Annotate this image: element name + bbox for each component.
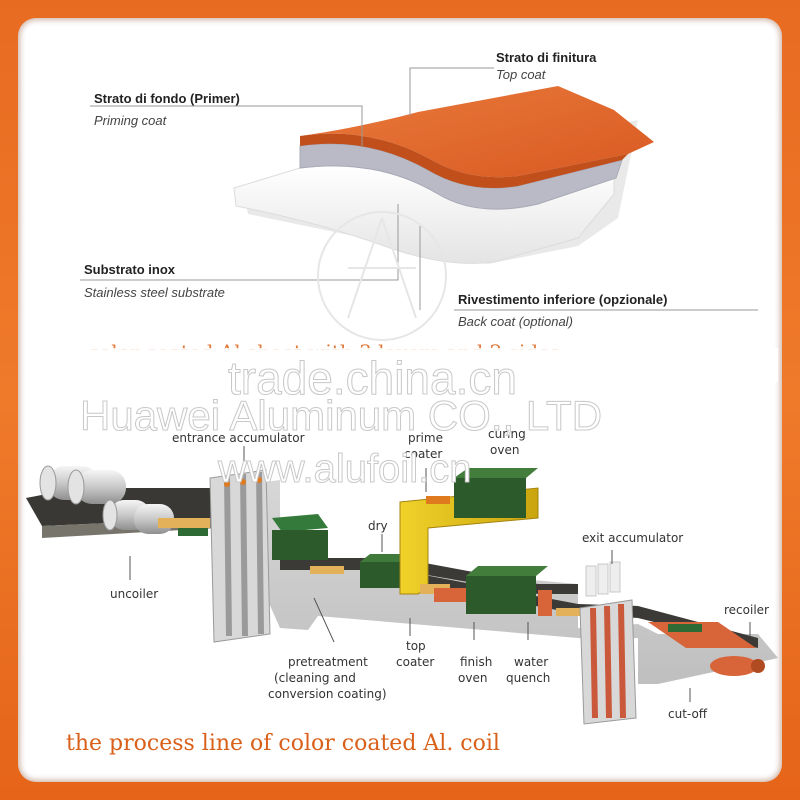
- label-pretreatment-3: conversion coating): [268, 687, 387, 701]
- leader-top-coat: [409, 67, 494, 116]
- curing-oven: [454, 468, 538, 518]
- top-coat-edge: [300, 133, 628, 188]
- label-uncoiler: uncoiler: [110, 587, 158, 601]
- watermark-logo: [317, 211, 447, 341]
- watermark-site: trade.china.cn: [228, 352, 517, 404]
- back-coat-subtitle: Back coat (optional): [458, 314, 573, 329]
- top-coat-title: Strato di finitura: [496, 50, 597, 65]
- label-curing-oven-2: oven: [490, 443, 519, 457]
- recoiler-unit: [648, 622, 765, 676]
- sheet-caption: color coated Al sheet with 3 layers and …: [78, 340, 778, 382]
- watermark-url: www.alufoil.cn: [217, 447, 471, 491]
- watermark-company: Huawei Aluminum CO., LTD: [80, 392, 602, 439]
- primer-layer: [299, 143, 623, 210]
- label-water-quench-1: water: [514, 655, 548, 669]
- label-exit-accumulator: exit accumulator: [582, 531, 683, 545]
- label-prime-coater-2: coater: [404, 447, 442, 461]
- layer-leaders: [80, 67, 758, 311]
- dryer-unit: [360, 554, 410, 588]
- top-coat-layer: [300, 86, 654, 178]
- entrance-accumulator: [209, 469, 271, 643]
- pretreatment-unit: [272, 514, 344, 574]
- layered-sheet: [233, 86, 654, 264]
- substrate-title: Substrato inox: [84, 262, 176, 277]
- label-recoiler: recoiler: [724, 603, 769, 617]
- substrate-subtitle: Stainless steel substrate: [84, 285, 225, 300]
- label-prime-coater-1: prime: [408, 431, 443, 445]
- label-cut-off: cut-off: [668, 707, 708, 721]
- label-pretreatment-2: (cleaning and: [274, 671, 356, 685]
- label-top-coater-1: top: [406, 639, 426, 653]
- primer-subtitle: Priming coat: [94, 113, 168, 128]
- label-entrance-accumulator: entrance accumulator: [172, 431, 305, 445]
- process-leaders: [129, 446, 751, 702]
- primer-title: Strato di fondo (Primer): [94, 91, 240, 106]
- label-finish-oven-2: oven: [458, 671, 487, 685]
- leader-substrate: [80, 204, 399, 281]
- back-coat-title: Rivestimento inferiore (opzionale): [458, 292, 667, 307]
- uncoiler-rolls: [39, 465, 210, 536]
- leader-primer: [90, 105, 363, 146]
- label-top-coater-2: coater: [396, 655, 434, 669]
- water-quench: [538, 590, 580, 616]
- label-dry: dry: [368, 519, 388, 533]
- process-line: [26, 465, 778, 725]
- diagram-panel: Strato di finitura Top coat Strato di fo…: [18, 18, 782, 782]
- label-finish-oven-1: finish: [460, 655, 492, 669]
- top-coat-subtitle: Top coat: [496, 67, 547, 82]
- exit-accumulator: [579, 561, 637, 725]
- diagram-canvas: Strato di finitura Top coat Strato di fo…: [26, 50, 778, 756]
- label-pretreatment-1: pretreatment: [288, 655, 368, 669]
- top-coater: [434, 566, 548, 614]
- sheet-caption-text: color coated Al sheet with 3 layers and …: [88, 340, 560, 364]
- label-curing-oven-1: curing: [488, 427, 526, 441]
- process-caption: the process line of color coated Al. coi…: [66, 731, 500, 756]
- label-water-quench-2: quench: [506, 671, 550, 685]
